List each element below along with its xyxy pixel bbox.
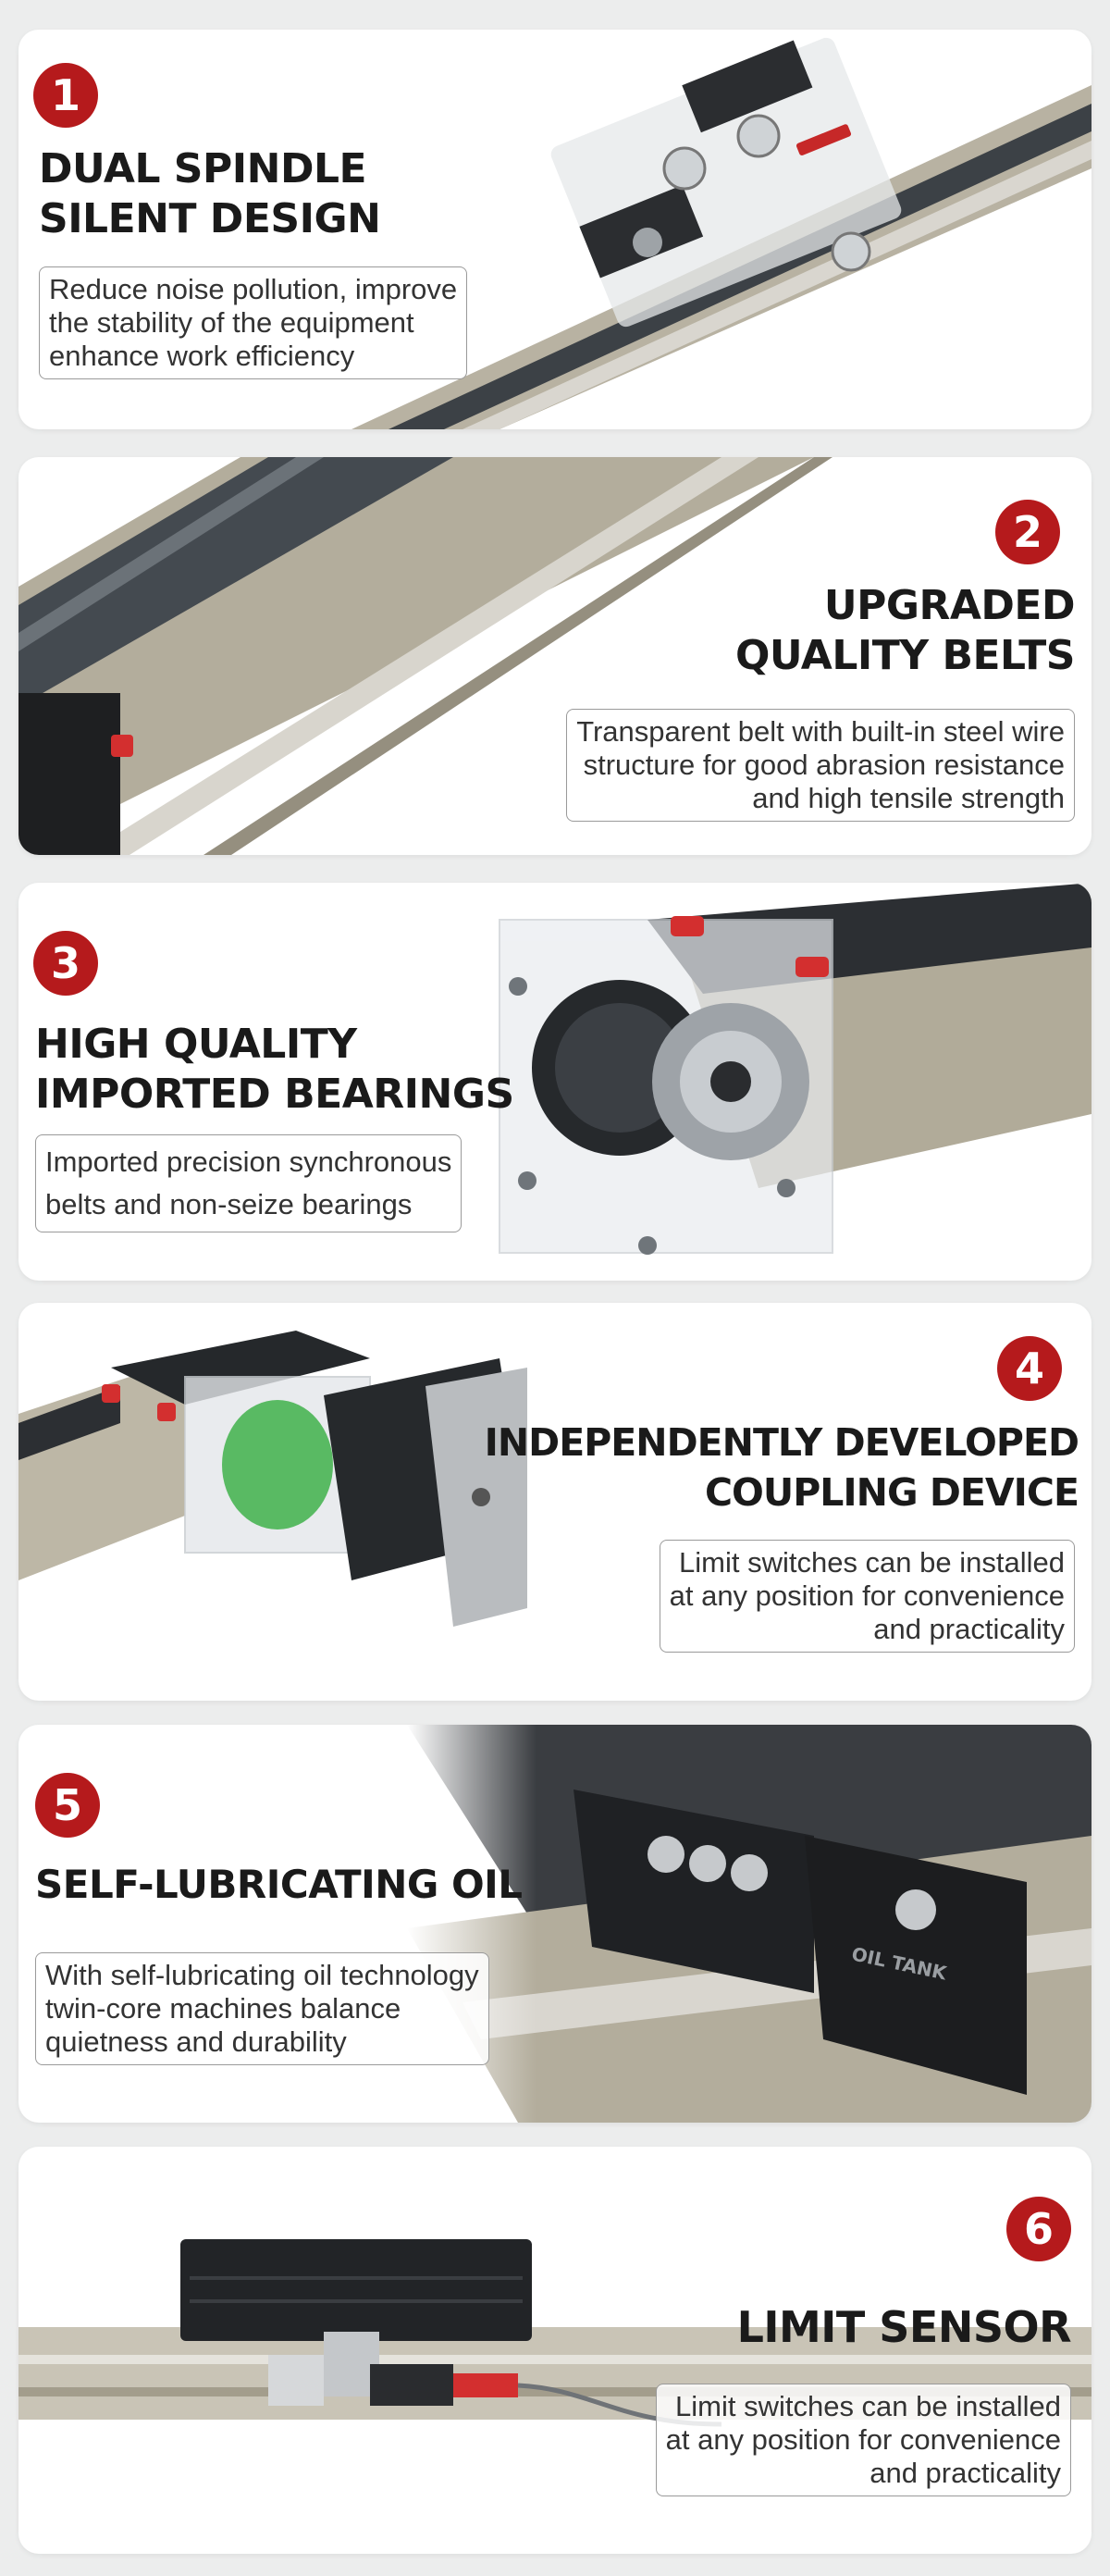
- quality-belt-rail-illustration: [18, 457, 832, 855]
- feature-card-1: 1 DUAL SPINDLE SILENT DESIGN Reduce nois…: [18, 30, 1092, 429]
- feature-description: Transparent belt with built-in steel wir…: [566, 709, 1075, 822]
- feature-title: UPGRADED QUALITY BELTS: [735, 582, 1075, 679]
- feature-title: LIMIT SENSOR: [736, 2302, 1072, 2352]
- feature-title: DUAL SPINDLE SILENT DESIGN: [39, 145, 381, 242]
- coupling-device-illustration: [18, 1331, 527, 1627]
- feature-description: Imported precision synchronous belts and…: [35, 1134, 462, 1232]
- feature-card-4: 4 INDEPENDENTLY DEVELOPED COUPLING DEVIC…: [18, 1303, 1092, 1701]
- imported-bearings-illustration: [499, 883, 1092, 1255]
- feature-description: Limit switches can be installed at any p…: [655, 2384, 1071, 2496]
- feature-card-3: 3 HIGH QUALITY IMPORTED BEARINGS Importe…: [18, 883, 1092, 1281]
- feature-number-badge: 2: [995, 500, 1060, 564]
- feature-card-2: 2 UPGRADED QUALITY BELTS Transparent bel…: [18, 457, 1092, 855]
- feature-number-badge: 4: [997, 1336, 1062, 1401]
- feature-number-badge: 5: [35, 1773, 100, 1838]
- dual-spindle-slider-illustration: [352, 37, 1092, 429]
- feature-card-5: 5 SELF-LUBRICATING OIL With self-lubrica…: [18, 1725, 1092, 2123]
- feature-card-6: 6 LIMIT SENSOR Limit switches can be ins…: [18, 2147, 1092, 2554]
- feature-description: With self-lubricating oil technology twi…: [35, 1952, 489, 2065]
- feature-number-badge: 3: [33, 931, 98, 996]
- feature-description: Limit switches can be installed at any p…: [659, 1540, 1075, 1653]
- feature-description: Reduce noise pollution, improve the stab…: [39, 266, 468, 379]
- feature-title: INDEPENDENTLY DEVELOPED COUPLING DEVICE: [484, 1420, 1079, 1515]
- feature-number-badge: 6: [1006, 2197, 1071, 2261]
- limit-sensor-illustration: [18, 2239, 1092, 2427]
- feature-number-badge: 1: [33, 63, 98, 128]
- feature-title: SELF-LUBRICATING OIL: [35, 1862, 523, 1907]
- self-lubricating-oil-illustration: [407, 1725, 1092, 2123]
- feature-title: HIGH QUALITY IMPORTED BEARINGS: [35, 1021, 514, 1118]
